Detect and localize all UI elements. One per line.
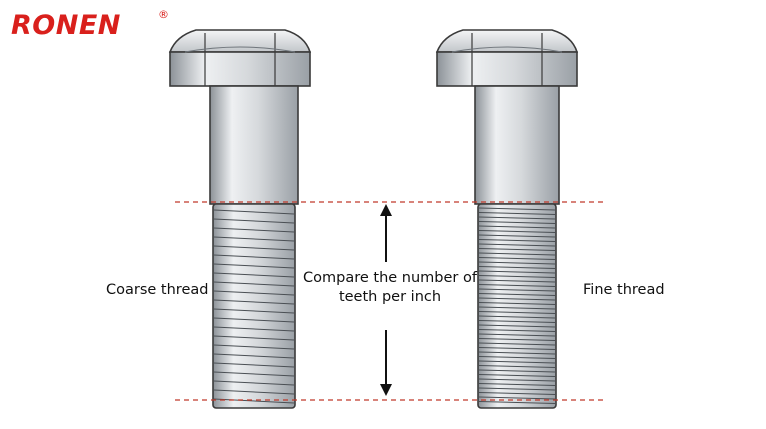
thread-line bbox=[213, 236, 295, 242]
thread-line bbox=[478, 333, 556, 337]
registered-mark: ® bbox=[158, 8, 169, 21]
thread-line bbox=[213, 353, 295, 359]
compare-caption-line2: teeth per inch bbox=[338, 288, 442, 305]
thread-line bbox=[213, 362, 295, 368]
thread-line bbox=[478, 293, 556, 296]
fine-thread-label: Fine thread bbox=[583, 282, 665, 298]
thread-line bbox=[213, 272, 295, 278]
thread-line bbox=[478, 378, 556, 382]
thread-line bbox=[478, 302, 556, 305]
coarse-bolt-head bbox=[168, 29, 312, 87]
thread-line bbox=[478, 342, 556, 346]
thread-line bbox=[213, 380, 295, 386]
coarse-thread-label: Coarse thread bbox=[106, 282, 209, 298]
thread-line bbox=[478, 374, 556, 377]
thread-line bbox=[213, 218, 295, 224]
thread-line bbox=[213, 335, 295, 341]
thread-line bbox=[478, 284, 556, 287]
thread-line bbox=[213, 290, 295, 296]
thread-line bbox=[478, 306, 556, 310]
fine-bolt-threaded-section bbox=[477, 203, 557, 409]
thread-line bbox=[213, 245, 295, 251]
thread-line bbox=[478, 401, 556, 404]
thread-line bbox=[478, 212, 556, 215]
thread-line bbox=[478, 243, 556, 247]
thread-line bbox=[478, 297, 556, 301]
thread-line bbox=[213, 227, 295, 233]
thread-line bbox=[478, 248, 556, 251]
thread-line bbox=[478, 288, 556, 292]
thread-line bbox=[478, 324, 556, 328]
thread-line bbox=[478, 261, 556, 265]
thread-line bbox=[478, 230, 556, 233]
thread-line bbox=[478, 392, 556, 395]
thread-line bbox=[213, 389, 295, 395]
thread-line bbox=[478, 369, 556, 373]
thread-line bbox=[213, 344, 295, 350]
thread-line bbox=[478, 396, 556, 400]
thread-line bbox=[478, 216, 556, 220]
thread-line bbox=[478, 275, 556, 278]
thread-line bbox=[478, 221, 556, 224]
thread-line bbox=[478, 351, 556, 355]
thread-line bbox=[478, 338, 556, 341]
thread-line bbox=[213, 263, 295, 269]
coarse-bolt-threaded-section bbox=[212, 203, 296, 409]
thread-line bbox=[478, 387, 556, 391]
thread-line bbox=[478, 252, 556, 256]
fine-bolt bbox=[435, 29, 579, 409]
thread-line bbox=[478, 225, 556, 229]
thread-line bbox=[478, 365, 556, 368]
thread-line bbox=[478, 266, 556, 269]
thread-line bbox=[478, 320, 556, 323]
compare-caption: Compare the number of teeth per inch bbox=[300, 269, 480, 307]
thread-line bbox=[213, 299, 295, 305]
thread-line bbox=[478, 311, 556, 314]
thread-line bbox=[213, 371, 295, 377]
thread-line bbox=[478, 315, 556, 319]
thread-line bbox=[213, 398, 295, 404]
thread-line bbox=[478, 360, 556, 364]
thread-line bbox=[213, 317, 295, 323]
compare-caption-line1: Compare the number of bbox=[303, 270, 477, 286]
thread-line bbox=[478, 279, 556, 283]
thread-line bbox=[478, 207, 556, 211]
coarse-thread-lines bbox=[213, 209, 295, 404]
thread-line bbox=[213, 209, 295, 215]
coarse-bolt bbox=[168, 29, 312, 409]
thread-line bbox=[213, 326, 295, 332]
fine-bolt-shank bbox=[474, 85, 560, 205]
thread-line bbox=[213, 281, 295, 287]
arrow-down-icon bbox=[380, 384, 392, 396]
thread-line bbox=[213, 254, 295, 260]
thread-line bbox=[478, 239, 556, 242]
fine-thread-lines bbox=[478, 207, 556, 404]
measurement-arrow bbox=[380, 204, 392, 396]
thread-line bbox=[478, 356, 556, 359]
thread-line bbox=[213, 308, 295, 314]
thread-line bbox=[478, 270, 556, 274]
arrow-up-icon bbox=[380, 204, 392, 216]
thread-line bbox=[478, 347, 556, 350]
fine-bolt-head bbox=[435, 29, 579, 87]
ronen-logo: RONEN bbox=[11, 10, 121, 41]
thread-line bbox=[478, 234, 556, 238]
coarse-bolt-shank bbox=[209, 85, 299, 205]
thread-line bbox=[478, 383, 556, 386]
thread-line bbox=[478, 257, 556, 260]
thread-line bbox=[478, 329, 556, 332]
